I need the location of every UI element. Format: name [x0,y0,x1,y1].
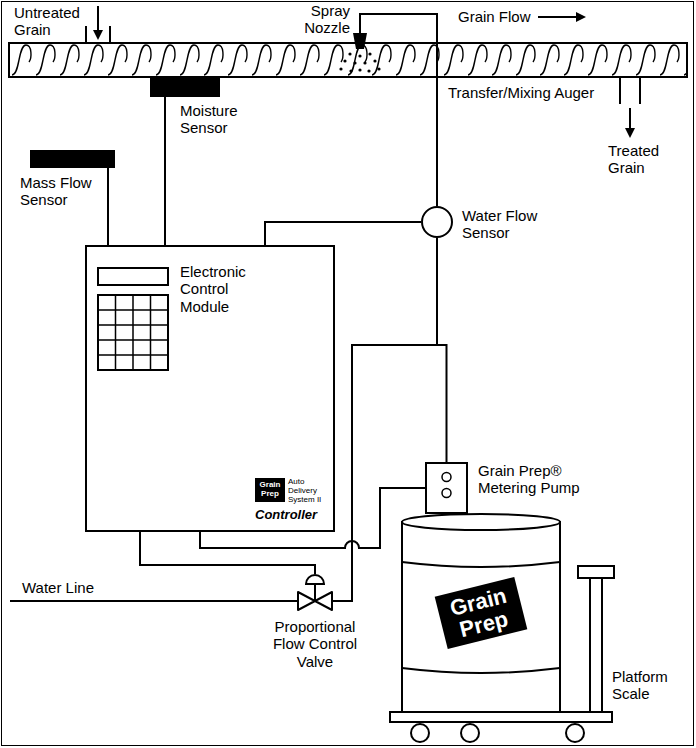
auger-flights [10,44,686,76]
logo-wordmark: Controller [255,508,317,523]
drum-top [402,514,560,530]
inlet-arrow [97,6,99,31]
scale-head [578,566,614,578]
logo-text: Auto Delivery System II [288,477,332,505]
outlet-arrow [629,108,631,129]
valve-symbol [297,574,333,611]
display-window [98,268,168,285]
signal-wire [107,168,109,245]
nozzle-label: Spray Nozzle [290,2,350,37]
part-label: Mass Flow Sensor [20,174,98,209]
outlet-arrowhead [625,128,635,138]
drum-body [402,522,560,712]
pump-indicator [442,489,451,498]
mass-flow-sensor: Mass Flow Sensor [30,150,115,168]
line-label: Water Line [22,579,94,596]
control-module: Electronic Control ModuleGrain PrepAuto … [85,245,335,532]
part-label: Proportional Flow Control Valve [267,618,363,670]
keypad [98,295,168,370]
metering-pump: Grain Prep® Metering Pump [425,462,468,514]
auger-tube: Transfer/Mixing Auger [8,42,688,78]
flow-direction-label: Grain Flow [458,8,531,25]
drum-ribs [402,562,560,673]
valve-actuator [306,575,324,584]
water-pipe [333,238,437,601]
part-label: Moisture Sensor [180,102,252,137]
flow-arrowhead [576,12,586,22]
valve-body [298,592,332,610]
spray-droplets [339,52,380,72]
part-label: Grain Prep® Metering Pump [478,462,588,497]
scale-column [590,578,602,712]
sensor-circle [422,207,452,237]
outlet-label: Treated Grain [608,142,672,177]
flow-sensor-circle: Water Flow Sensor [421,206,453,238]
water-pipe [360,14,437,206]
signal-wire [164,97,166,245]
pump-indicator [442,473,451,482]
inlet-label: Untreated Grain [14,4,88,39]
scale-platform [390,712,612,722]
scale-wheels [411,724,584,742]
keypad-grid [98,295,168,370]
valve-stem [314,584,316,601]
part-label: Transfer/Mixing Auger [448,84,594,101]
outlet-spout [620,78,640,104]
water-pipe [437,238,447,462]
flow-control-valve: Proportional Flow Control Valve [297,574,333,611]
water-line-pipe [10,600,298,602]
moisture-sensor: Moisture Sensor [150,78,220,97]
sensor-outline [421,206,453,238]
inlet-arrowhead [93,30,103,40]
module-title: Electronic Control Module [180,263,272,315]
logo-badge: Grain Prep [255,478,285,502]
part-label: Water Flow Sensor [462,207,546,242]
signal-wire [265,222,421,245]
scale-label: Platform Scale [612,668,678,703]
flow-arrow [538,16,577,18]
pump-indicators [425,462,468,514]
signal-wire [140,532,315,574]
